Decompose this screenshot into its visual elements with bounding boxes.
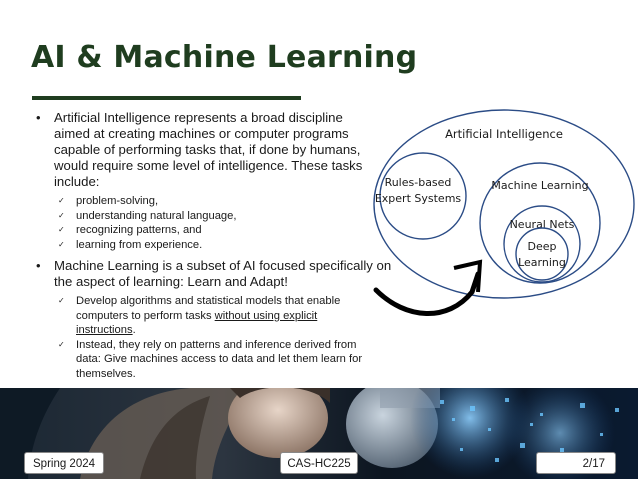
- ml-circle-label: Machine Learning: [491, 179, 588, 192]
- expert-systems-label: Expert Systems: [375, 192, 462, 205]
- neural-nets-circle: [503, 205, 581, 283]
- list-item: Develop algorithms and statistical model…: [58, 294, 374, 338]
- deep-learning-circle: [515, 227, 569, 281]
- neural-nets-label: Neural Nets: [510, 218, 575, 231]
- arrow-icon: [373, 271, 481, 316]
- ml-circle: [479, 162, 601, 284]
- footer-course-code: CAS-HC225: [280, 452, 358, 474]
- ml-detail-list: Develop algorithms and statistical model…: [36, 294, 374, 381]
- ai-venn-diagram: Artificial Intelligence Rules-based Expe…: [373, 109, 635, 316]
- footer-page-number: 2/17: [536, 452, 616, 474]
- expert-systems-circle: [379, 152, 467, 240]
- list-item: recognizing patterns, and: [58, 223, 374, 238]
- deep-learning-label: Deep: [528, 240, 557, 253]
- ai-circle-label: Artificial Intelligence: [445, 127, 563, 141]
- bullet-ai-definition: Artificial Intelligence represents a bro…: [36, 110, 374, 190]
- list-item: understanding natural language,: [58, 209, 374, 224]
- ai-task-list: problem-solving, understanding natural l…: [36, 194, 374, 252]
- bullet-content: Artificial Intelligence represents a bro…: [36, 110, 391, 387]
- ai-face-banner: [0, 388, 638, 479]
- slide-title: AI & Machine Learning: [31, 40, 418, 75]
- footer-semester: Spring 2024: [24, 452, 104, 474]
- bullet-ml-definition: Machine Learning is a subset of AI focus…: [36, 258, 399, 290]
- ml-detail-period: .: [132, 324, 136, 336]
- list-item: problem-solving,: [58, 194, 374, 209]
- list-item: learning from experience.: [58, 238, 374, 253]
- deep-learning-label: Learning: [518, 256, 566, 269]
- ai-circle: [373, 109, 635, 299]
- expert-systems-label: Rules-based: [385, 176, 452, 189]
- explicit-instructions-link[interactable]: without using explicit instructions: [76, 309, 318, 337]
- title-underline: [32, 96, 301, 100]
- arrow-head-icon: [453, 259, 483, 293]
- ml-detail-text: Develop algorithms and statistical model…: [76, 295, 341, 322]
- list-item: Instead, they rely on patterns and infer…: [58, 338, 374, 382]
